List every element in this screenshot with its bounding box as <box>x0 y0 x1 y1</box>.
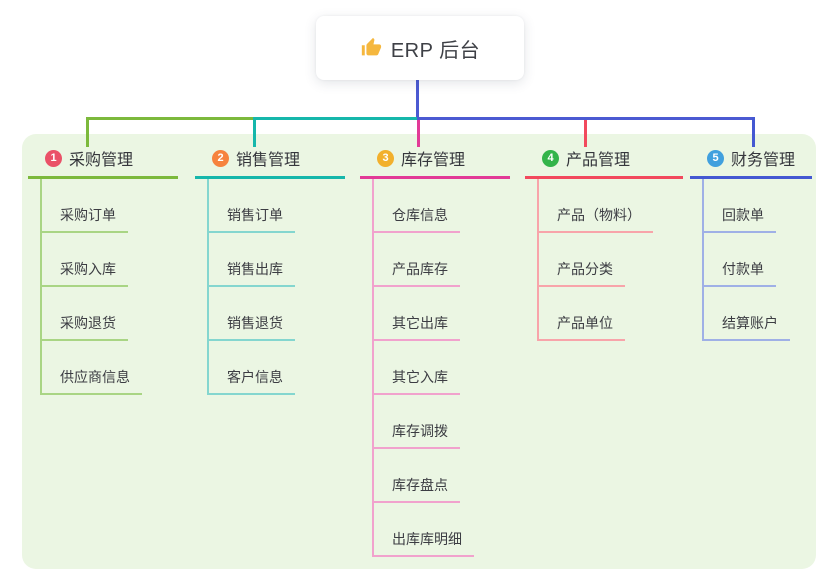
item-label: 客户信息 <box>209 367 295 395</box>
mindmap-panel <box>22 134 816 569</box>
branch-item[interactable]: 结算账户 <box>704 287 790 341</box>
item-label: 产品单位 <box>539 313 625 341</box>
root-node[interactable]: ERP 后台 <box>316 16 524 80</box>
item-label: 付款单 <box>704 259 776 287</box>
item-label: 产品库存 <box>374 259 460 287</box>
branch-items: 销售订单销售出库销售退货客户信息 <box>207 179 295 395</box>
connector-trunk-segment <box>86 117 253 120</box>
branch-1: 1 采购管理 采购订单采购入库采购退货供应商信息 <box>28 146 178 395</box>
item-label: 仓库信息 <box>374 205 460 233</box>
connector-branch-drop <box>752 117 755 147</box>
item-label: 产品（物料） <box>539 205 653 233</box>
branch-item[interactable]: 采购订单 <box>42 179 142 233</box>
branch-items: 仓库信息产品库存其它出库其它入库库存调拨库存盘点出库库明细 <box>372 179 474 557</box>
branch-item[interactable]: 其它出库 <box>374 287 474 341</box>
branch-items: 产品（物料） 产品分类产品单位 <box>537 179 653 341</box>
branch-item[interactable]: 产品单位 <box>539 287 653 341</box>
branch-4: 4 产品管理 产品（物料） 产品分类产品单位 <box>525 146 683 341</box>
item-label: 销售订单 <box>209 205 295 233</box>
branch-number-badge: 1 <box>45 149 62 167</box>
item-label: 产品分类 <box>539 259 625 287</box>
branch-item[interactable]: 库存调拨 <box>374 395 474 449</box>
branch-number-badge: 5 <box>707 149 724 167</box>
branch-item[interactable]: 销售退货 <box>209 287 295 341</box>
branch-3: 3 库存管理 仓库信息产品库存其它出库其它入库库存调拨库存盘点出库库明细 <box>360 146 510 557</box>
branch-item[interactable]: 其它入库 <box>374 341 474 395</box>
connector-trunk-segment <box>417 117 755 120</box>
branch-items: 回款单付款单结算账户 <box>702 179 790 341</box>
item-label: 采购入库 <box>42 259 128 287</box>
branch-item[interactable]: 供应商信息 <box>42 341 142 395</box>
branch-title: 财务管理 <box>731 152 796 169</box>
branch-item[interactable]: 产品库存 <box>374 233 474 287</box>
branch-number-badge: 4 <box>542 149 559 167</box>
branch-title: 产品管理 <box>566 152 631 169</box>
branch-item[interactable]: 产品（物料） <box>539 179 653 233</box>
item-label: 其它入库 <box>374 367 460 395</box>
branch-header[interactable]: 4 产品管理 <box>525 146 683 179</box>
branch-header[interactable]: 5 财务管理 <box>690 146 812 179</box>
item-label: 结算账户 <box>704 313 790 341</box>
connector-branch-drop <box>584 120 587 147</box>
item-label: 采购订单 <box>42 205 128 233</box>
root-title: ERP 后台 <box>390 39 481 62</box>
branch-item[interactable]: 出库库明细 <box>374 503 474 557</box>
item-label: 销售退货 <box>209 313 295 341</box>
branch-header[interactable]: 1 采购管理 <box>28 146 178 179</box>
branch-number-badge: 3 <box>377 149 394 167</box>
thumbs-up-icon <box>360 37 382 59</box>
branch-items: 采购订单采购入库采购退货供应商信息 <box>40 179 142 395</box>
branch-item[interactable]: 回款单 <box>704 179 790 233</box>
branch-item[interactable]: 产品分类 <box>539 233 653 287</box>
connector-trunk-segment <box>253 117 420 120</box>
branch-item[interactable]: 仓库信息 <box>374 179 474 233</box>
item-label: 供应商信息 <box>42 367 142 395</box>
branch-title: 采购管理 <box>69 152 134 169</box>
branch-header[interactable]: 3 库存管理 <box>360 146 510 179</box>
branch-title: 销售管理 <box>236 152 301 169</box>
connector-branch-drop <box>417 120 420 147</box>
connector-root-drop <box>416 80 419 118</box>
branch-5: 5 财务管理 回款单付款单结算账户 <box>690 146 812 341</box>
item-label: 销售出库 <box>209 259 295 287</box>
branch-number-badge: 2 <box>212 149 229 167</box>
branch-item[interactable]: 销售出库 <box>209 233 295 287</box>
branch-item[interactable]: 采购退货 <box>42 287 142 341</box>
item-label: 库存盘点 <box>374 475 460 503</box>
branch-title: 库存管理 <box>401 152 466 169</box>
branch-item[interactable]: 客户信息 <box>209 341 295 395</box>
item-label: 采购退货 <box>42 313 128 341</box>
branch-item[interactable]: 付款单 <box>704 233 790 287</box>
branch-item[interactable]: 库存盘点 <box>374 449 474 503</box>
item-label: 库存调拨 <box>374 421 460 449</box>
item-label: 其它出库 <box>374 313 460 341</box>
branch-item[interactable]: 采购入库 <box>42 233 142 287</box>
connector-branch-drop <box>253 117 256 147</box>
connector-branch-drop <box>86 117 89 147</box>
item-label: 回款单 <box>704 205 776 233</box>
branch-header[interactable]: 2 销售管理 <box>195 146 345 179</box>
item-label: 出库库明细 <box>374 529 474 557</box>
branch-item[interactable]: 销售订单 <box>209 179 295 233</box>
branch-2: 2 销售管理 销售订单销售出库销售退货客户信息 <box>195 146 345 395</box>
